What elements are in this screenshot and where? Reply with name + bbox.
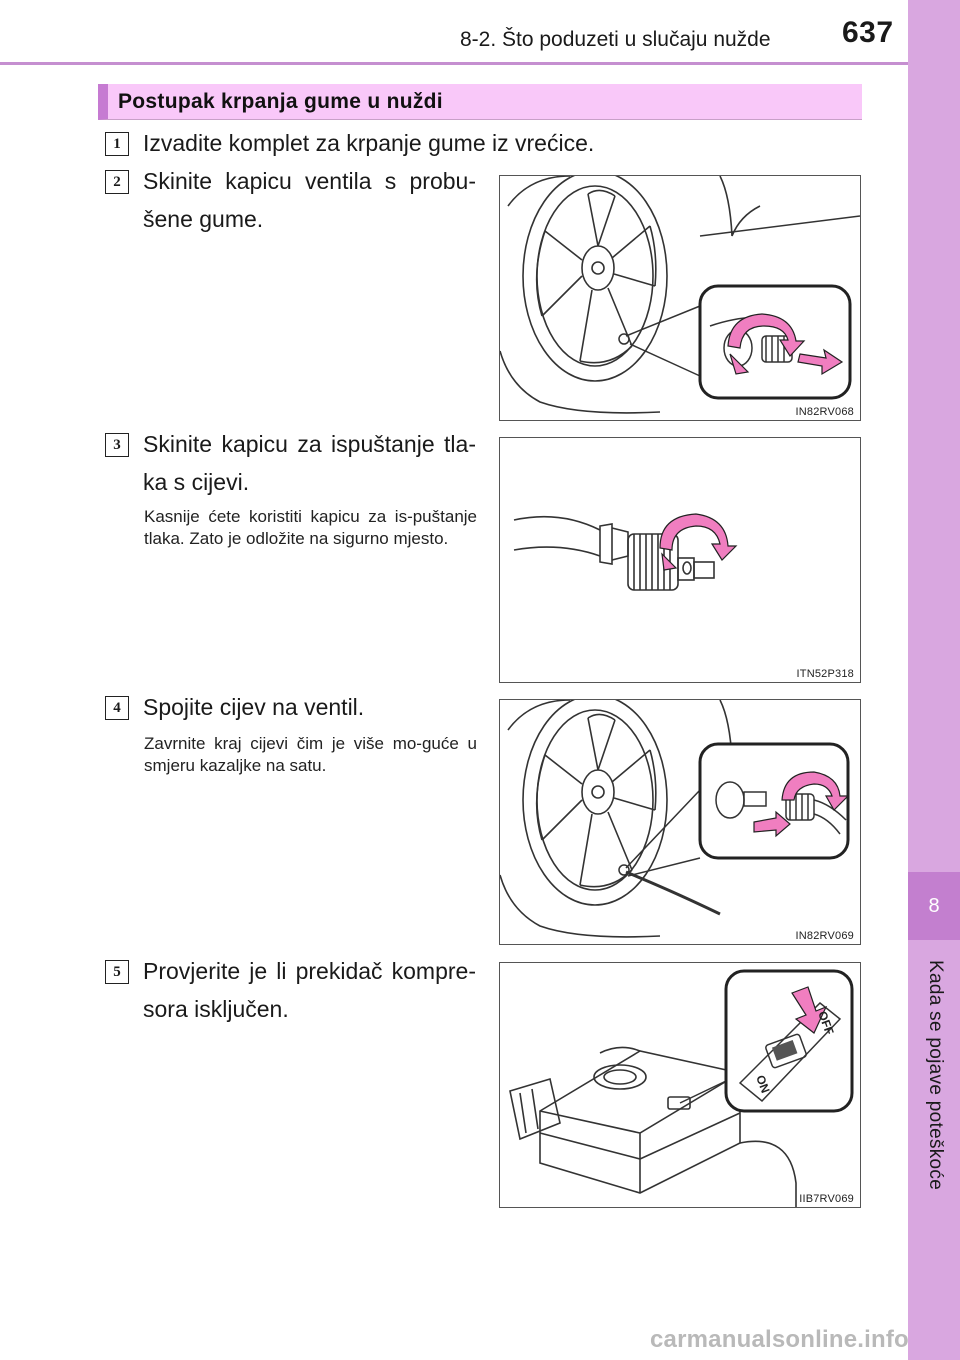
procedure-heading: Postupak krpanja gume u nuždi (98, 84, 862, 120)
figure-compressor-switch: ON OFF IIB7RV069 (499, 962, 861, 1208)
step-number-5: 5 (105, 960, 129, 984)
step-1-text: Izvadite komplet za krpanje gume iz vreć… (143, 130, 595, 156)
figure-hose-cap: ITN52P318 (499, 437, 861, 683)
hose-cap-removal-illustration (513, 513, 738, 591)
switch-on-label: ON (753, 1073, 772, 1095)
figure-valve-cap: IN82RV068 (499, 175, 861, 421)
step-3-line-1: Skinite kapicu za ispuštanje tla- (143, 431, 476, 457)
chapter-number-box: 8 (908, 872, 960, 940)
figure-code: IN82RV069 (795, 930, 854, 942)
hose-to-valve-connection-illustration (500, 700, 850, 938)
step-number-4: 4 (105, 696, 129, 720)
step-number-1: 1 (105, 132, 129, 156)
header-divider (0, 62, 908, 65)
watermark: carmanualsonline.info (650, 1326, 909, 1353)
wheel-valve-cap-removal-illustration (500, 176, 860, 414)
figure-code: IIB7RV069 (799, 1193, 854, 1205)
step-2-line-1: Skinite kapicu ventila s probu- (143, 168, 476, 194)
step-3-note: Kasnije ćete koristiti kapicu za is-pušt… (144, 507, 477, 548)
page-number: 637 (842, 16, 894, 49)
compressor-switch-off-illustration: ON OFF (509, 969, 854, 1207)
figure-code: ITN52P318 (796, 668, 854, 680)
chapter-side-tab: 8 Kada se pojave poteškoće (908, 0, 960, 1360)
step-number-2: 2 (105, 170, 129, 194)
section-title: 8-2. Što poduzeti u slučaju nužde (460, 28, 771, 51)
step-2-line-2: šene gume. (143, 206, 264, 232)
chapter-number: 8 (928, 894, 940, 917)
step-4-text: Spojite cijev na ventil. (143, 694, 365, 720)
step-5-line-2: sora isključen. (143, 996, 289, 1022)
step-3-line-2: ka s cijevi. (143, 469, 250, 495)
step-5-line-1: Provjerite je li prekidač kompre- (143, 958, 476, 984)
procedure-heading-text: Postupak krpanja gume u nuždi (118, 89, 443, 113)
figure-code: IN82RV068 (795, 406, 854, 418)
step-number-3: 3 (105, 433, 129, 457)
figure-hose-connect: IN82RV069 (499, 699, 861, 945)
chapter-label: Kada se pojave poteškoće (925, 960, 946, 1191)
step-4-note: Zavrnite kraj cijevi čim je više mo-guće… (144, 734, 477, 775)
